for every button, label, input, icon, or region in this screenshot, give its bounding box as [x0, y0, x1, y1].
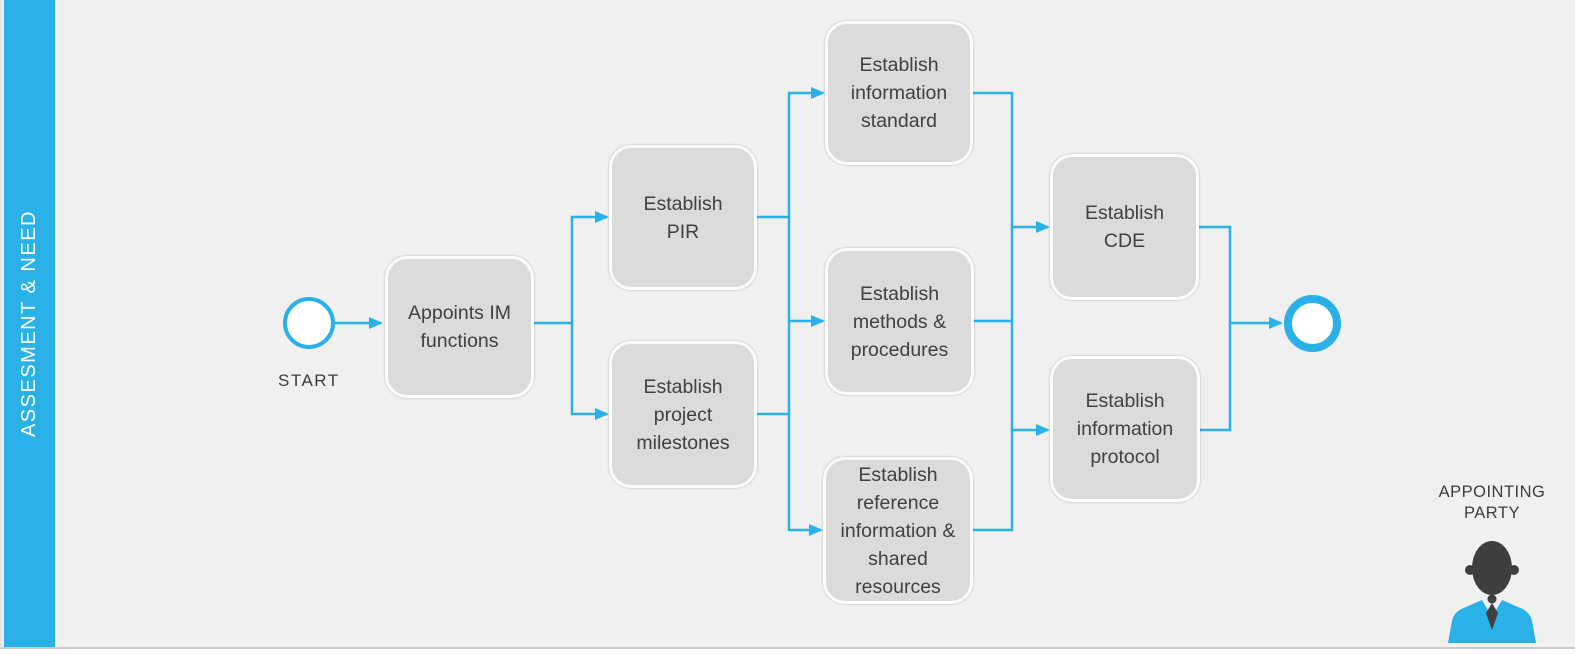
- task-label: Establish PIR: [643, 192, 723, 243]
- task-label: Establish information protocol: [1076, 390, 1174, 468]
- task-establish-cde[interactable]: Establish CDE: [1050, 154, 1199, 300]
- lane-assessment-need: ASSESMENT & NEED: [4, 0, 58, 647]
- task-establish-information-standard[interactable]: Establish information standard: [825, 21, 973, 165]
- connector-appoints-to-pir: [533, 211, 609, 325]
- connector-standard-to-cde: [973, 91, 1050, 233]
- connector-cde-to-end: [1199, 225, 1283, 329]
- connector-protocol-to-end: [1200, 323, 1232, 432]
- task-establish-project-milestones[interactable]: Establish project milestones: [609, 341, 757, 488]
- task-establish-pir[interactable]: Establish PIR: [609, 145, 757, 290]
- task-label: Establish methods & procedures: [850, 282, 949, 361]
- connector-appoints-to-milestones: [570, 323, 609, 420]
- end-event[interactable]: [1284, 295, 1341, 352]
- person-icon: [1448, 541, 1536, 644]
- appointing-party-label: APPOINTING PARTY: [1438, 483, 1546, 522]
- task-establish-information-protocol[interactable]: Establish information protocol: [1050, 356, 1200, 502]
- task-establish-methods-procedures[interactable]: Establish methods & procedures: [825, 248, 974, 395]
- task-label: Establish reference information & shared…: [840, 463, 956, 598]
- task-label: Establish CDE: [1084, 202, 1165, 252]
- task-appoints-im-functions[interactable]: Appoints IM functions: [385, 256, 534, 398]
- start-event[interactable]: [283, 297, 335, 349]
- connector-milestones-to-reference: [757, 412, 823, 536]
- appointing-party: APPOINTING PARTY: [1417, 482, 1567, 644]
- task-label: Establish project milestones: [636, 375, 730, 454]
- task-label: Establish information standard: [850, 54, 948, 132]
- start-event-label: START: [278, 371, 340, 390]
- task-label: Appoints IM functions: [408, 302, 511, 352]
- task-establish-reference-information-shared-resources[interactable]: Establish reference information & shared…: [823, 457, 973, 604]
- connector-pir-to-standard: [757, 87, 825, 219]
- connector-reference-to-protocol: [972, 424, 1050, 532]
